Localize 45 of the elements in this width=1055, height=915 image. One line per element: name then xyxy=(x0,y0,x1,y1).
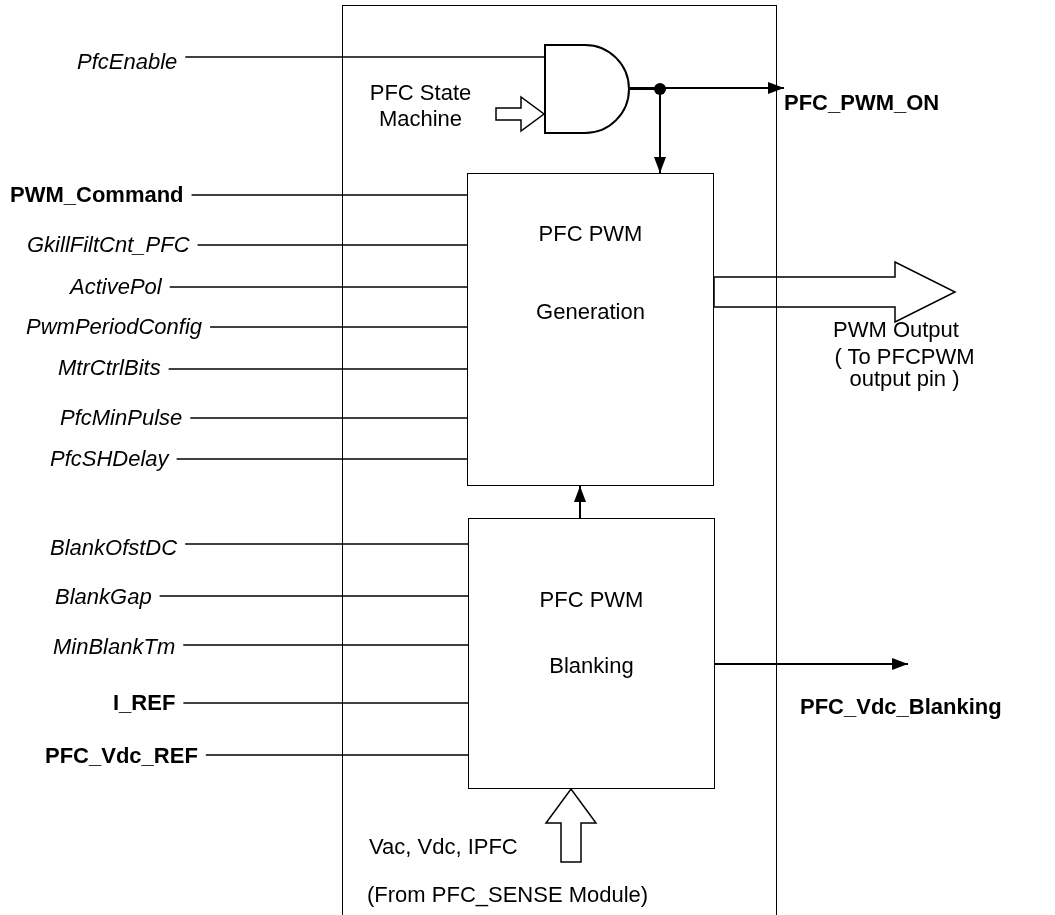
signal-label: PfcEnable xyxy=(77,49,178,75)
process-block xyxy=(467,173,714,486)
signal-label: I_REF xyxy=(113,690,176,716)
output-signal-label: PFC_Vdc_Blanking xyxy=(800,696,1002,718)
hollow-arrow xyxy=(495,95,546,133)
signal-label: GkillFiltCnt_PFC xyxy=(27,232,190,258)
hollow-arrow xyxy=(544,787,598,863)
signal-label: BlankGap xyxy=(55,584,152,610)
signal-line xyxy=(182,702,469,704)
arrow xyxy=(629,82,785,94)
signal-label: ActivePol xyxy=(70,274,162,300)
output-label: PWM Output xyxy=(833,319,959,341)
signal-line xyxy=(196,244,468,246)
signal-label: PfcSHDelay xyxy=(50,446,169,472)
signal-line xyxy=(190,194,468,196)
block-title: PFC PWM Generation xyxy=(535,220,646,326)
signal-label: PfcMinPulse xyxy=(60,405,183,431)
signal-line xyxy=(189,417,468,419)
signal-line xyxy=(175,458,468,460)
output-note: ( To PFCPWM output pin ) xyxy=(833,346,976,390)
signal-line xyxy=(205,754,469,756)
process-block xyxy=(468,518,715,789)
signal-line xyxy=(158,595,469,597)
arrow xyxy=(629,88,666,174)
signal-label: PWM_Command xyxy=(10,182,184,208)
signal-label: MinBlankTm xyxy=(53,634,176,660)
signal-line xyxy=(209,326,468,328)
signal-label: PwmPeriodConfig xyxy=(26,314,203,340)
signal-line xyxy=(182,644,469,646)
signal-label: PFC_PWM_ON xyxy=(784,90,940,116)
signal-line xyxy=(184,56,545,58)
signal-label: BlankOfstDC xyxy=(50,535,178,561)
arrow xyxy=(574,485,586,519)
signal-line xyxy=(167,368,468,370)
module-frame xyxy=(342,5,777,915)
signal-line xyxy=(168,286,468,288)
block-title: PFC PWM Blanking xyxy=(538,586,645,680)
signal-label: MtrCtrlBits xyxy=(58,355,161,381)
signal-line xyxy=(184,543,469,545)
signal-label: PFC State Machine xyxy=(353,80,488,132)
hollow-arrow xyxy=(713,260,957,324)
signal-label: Vac, Vdc, IPFC xyxy=(369,834,518,860)
source-note: (From PFC_SENSE Module) xyxy=(367,884,649,906)
signal-label: PFC_Vdc_REF xyxy=(45,743,198,769)
arrow xyxy=(714,658,909,670)
